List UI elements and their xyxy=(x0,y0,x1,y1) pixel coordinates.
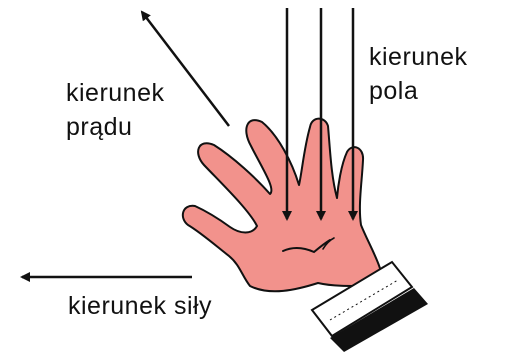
field-label-line2: pola xyxy=(369,74,468,108)
force-direction-label: kierunek siły xyxy=(68,289,212,323)
current-label-line2: prądu xyxy=(66,110,165,144)
field-label-line1: kierunek xyxy=(369,40,468,74)
current-label-line1: kierunek xyxy=(66,76,165,110)
current-direction-label: kierunek prądu xyxy=(66,76,165,144)
force-label-text: kierunek siły xyxy=(68,289,212,323)
field-direction-label: kierunek pola xyxy=(369,40,468,108)
